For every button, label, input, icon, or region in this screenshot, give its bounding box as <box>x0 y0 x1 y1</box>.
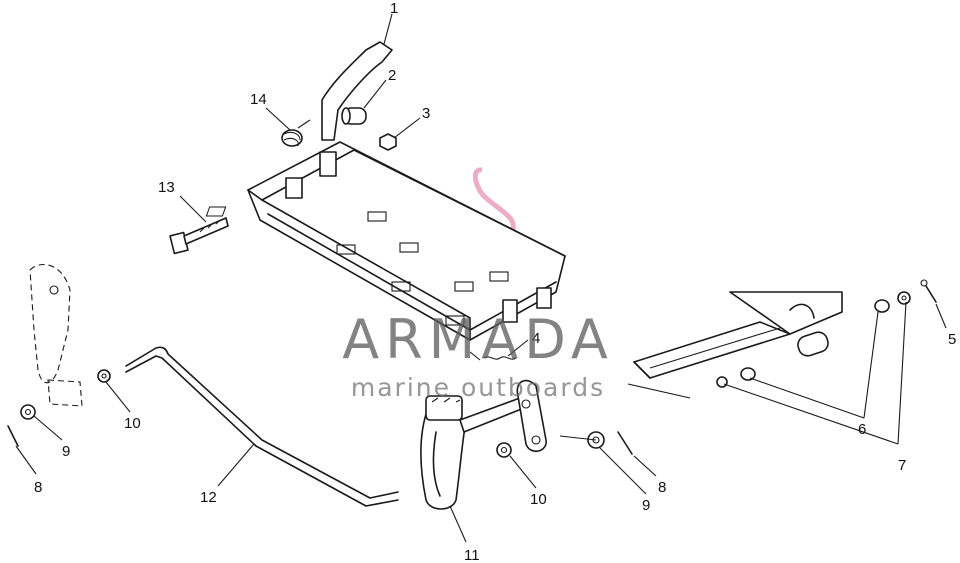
callout-labels: 1 2 3 14 13 4 5 6 7 9 8 10 12 10 9 8 11 <box>34 0 956 563</box>
washer-part <box>716 376 728 388</box>
cotter-pin-part <box>7 425 19 447</box>
callout-5: 5 <box>948 331 956 348</box>
callout-7: 7 <box>898 457 906 474</box>
spacer-part <box>740 367 756 381</box>
connecting-rod <box>125 346 399 499</box>
callout-14: 14 <box>250 91 267 108</box>
callout-12: 12 <box>200 489 217 506</box>
return-spring-part <box>469 351 517 361</box>
washer-part <box>97 369 111 383</box>
washer-part <box>496 442 512 458</box>
callout-8: 8 <box>34 479 42 496</box>
callout-10b: 10 <box>530 491 547 508</box>
leader-lines <box>15 13 947 543</box>
cotter-pin-part <box>617 431 633 455</box>
watermark-brand: ARMADA <box>342 308 614 371</box>
pedal-carriage <box>205 141 566 341</box>
callout-11: 11 <box>464 547 480 563</box>
bolt-part <box>169 217 229 255</box>
washer-part <box>897 291 911 305</box>
ghost-pedal-outline <box>29 263 83 407</box>
callout-2: 2 <box>388 67 396 84</box>
callout-8b: 8 <box>658 479 666 496</box>
bracket-arm <box>321 41 393 141</box>
spacer-part <box>874 299 890 313</box>
callout-4: 4 <box>532 330 540 347</box>
callout-10: 10 <box>124 415 141 432</box>
watermark-tagline: marine outboards <box>351 373 605 402</box>
pedal-lever <box>420 379 547 510</box>
bushing-part <box>341 107 367 125</box>
callout-3: 3 <box>422 105 430 122</box>
spring-part <box>281 119 311 147</box>
callout-6: 6 <box>858 421 866 438</box>
callout-9: 9 <box>62 443 70 460</box>
cotter-pin-part <box>920 279 937 303</box>
callout-9b: 9 <box>642 497 650 514</box>
nut-part <box>379 133 397 151</box>
callout-1: 1 <box>390 0 398 17</box>
callout-13: 13 <box>158 179 175 196</box>
washer-part <box>20 404 36 420</box>
foot-pedal-plate <box>633 291 843 379</box>
